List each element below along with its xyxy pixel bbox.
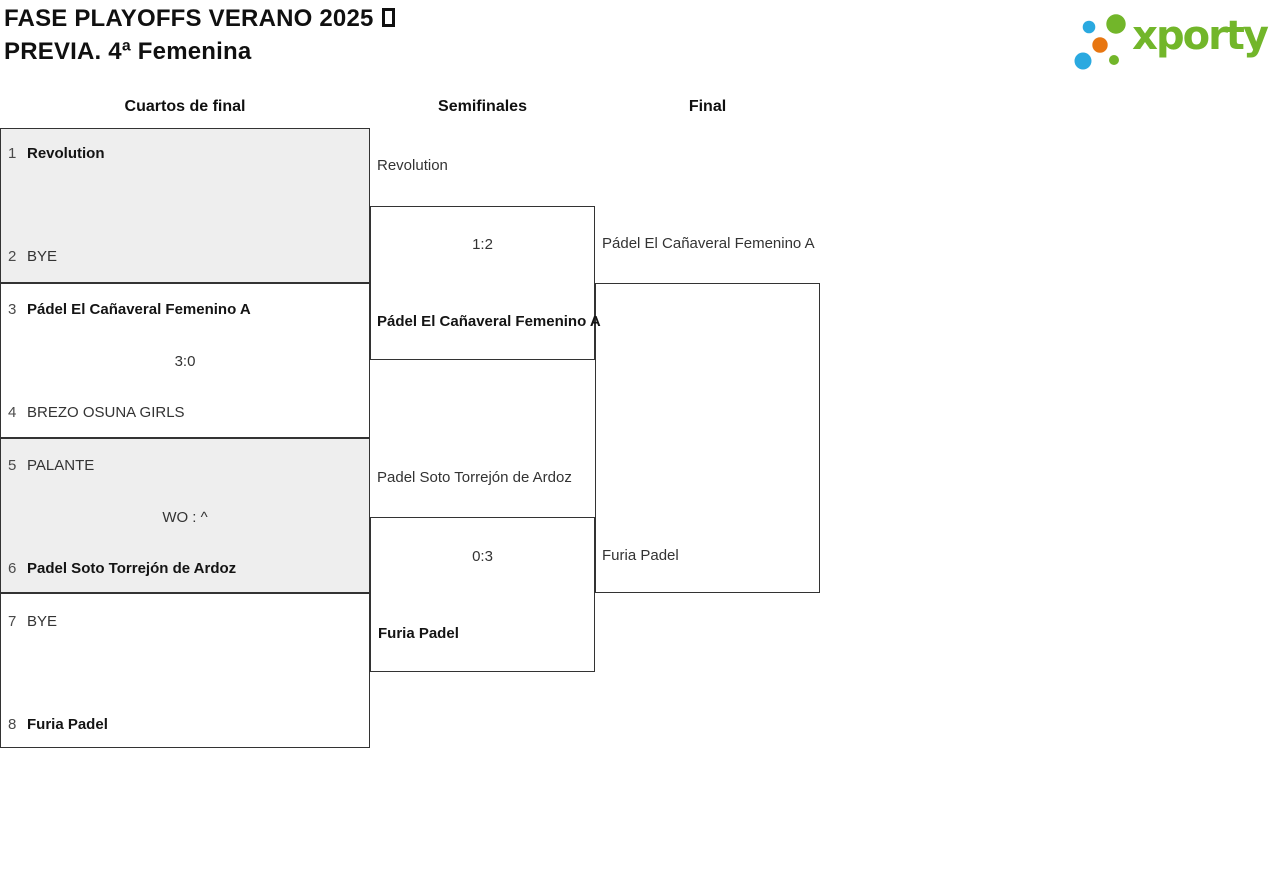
match-box-final[interactable] — [595, 283, 820, 593]
match-box-qf3[interactable] — [0, 438, 370, 593]
missing-glyph-icon — [381, 8, 395, 27]
team-row: 3 Pádel El Cañaveral Femenino A — [8, 299, 251, 321]
team-name: Furia Padel — [378, 625, 459, 642]
team-row: 1 Revolution — [8, 143, 105, 165]
match-box-sf2[interactable] — [370, 517, 595, 672]
team-name: BYE — [27, 613, 58, 630]
team-row: 8 Furia Padel — [8, 714, 108, 736]
team-name: Pádel El Cañaveral Femenino A — [602, 235, 815, 252]
team-name: PALANTE — [27, 457, 95, 474]
team-row: 6 Padel Soto Torrejón de Ardoz — [8, 558, 236, 580]
match-box-qf4[interactable] — [0, 593, 370, 748]
team-name: Pádel El Cañaveral Femenino A — [27, 301, 251, 318]
round-header-cuartos: Cuartos de final — [124, 98, 246, 115]
team-seed: 1 — [8, 145, 17, 162]
page-title: FASE PLAYOFFS VERANO 2025 PREVIA. 4ª Fem… — [4, 2, 395, 68]
team-name: Padel Soto Torrejón de Ardoz — [27, 560, 237, 577]
match-box-qf1[interactable] — [0, 128, 370, 283]
round-header-semifinales: Semifinales — [438, 98, 527, 115]
logo-wordmark: xporty — [1132, 13, 1269, 59]
team-name: BREZO OSUNA GIRLS — [27, 404, 185, 421]
logo-dots-icon — [1074, 14, 1126, 70]
team-name: Padel Soto Torrejón de Ardoz — [377, 469, 572, 486]
team-seed: 4 — [8, 404, 17, 421]
match-box-qf2[interactable] — [0, 283, 370, 438]
team-name: Furia Padel — [602, 547, 679, 564]
team-name: Pádel El Cañaveral Femenino A — [377, 313, 601, 330]
match-score: 0:3 — [472, 548, 493, 565]
team-name: Furia Padel — [27, 716, 108, 733]
page-title-line2: PREVIA. 4ª Femenina — [4, 38, 252, 65]
team-row: 7 BYE — [8, 611, 57, 633]
round-header-final: Final — [688, 98, 727, 115]
match-score: 1:2 — [472, 236, 493, 253]
team-row: 4 BREZO OSUNA GIRLS — [8, 402, 185, 424]
team-seed: 7 — [8, 613, 17, 630]
team-name: Revolution — [377, 157, 448, 174]
team-row: 5 PALANTE — [8, 455, 94, 477]
team-seed: 3 — [8, 301, 17, 318]
xporty-logo[interactable]: xporty — [1067, 2, 1269, 74]
team-seed: 8 — [8, 716, 17, 733]
match-score: WO : ^ — [162, 509, 208, 526]
match-box-sf1[interactable] — [370, 206, 595, 360]
team-row: 2 BYE — [8, 246, 57, 268]
team-seed: 2 — [8, 248, 17, 265]
match-score: 3:0 — [174, 353, 196, 370]
team-name: BYE — [27, 248, 58, 265]
team-seed: 5 — [8, 457, 17, 474]
team-seed: 6 — [8, 560, 17, 577]
team-name: Revolution — [27, 145, 105, 162]
page-title-line1: FASE PLAYOFFS VERANO 2025 — [4, 2, 395, 35]
